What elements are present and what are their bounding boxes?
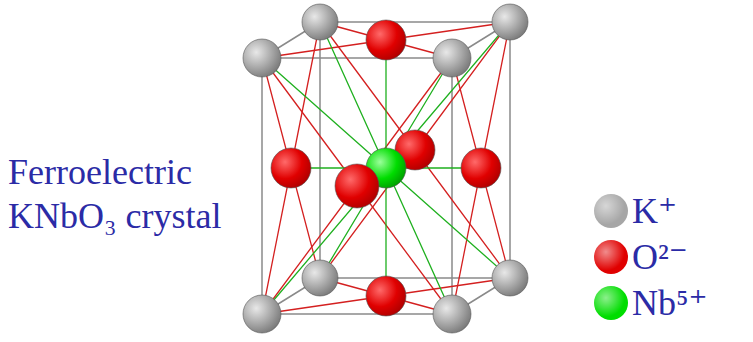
legend-text: K⁺ [632, 191, 677, 231]
legend-swatch [594, 286, 628, 320]
legend-row: O²⁻ [594, 234, 708, 280]
atoms [243, 4, 528, 333]
k-ion [243, 39, 281, 77]
legend-swatch [594, 194, 628, 228]
k-ion [243, 295, 281, 333]
o-ion [271, 148, 311, 188]
o-ion [366, 276, 406, 316]
caption-label: Ferroelectric KNbO₃ crystal [8, 150, 293, 238]
legend-text: O²⁻ [632, 237, 688, 277]
legend-swatch [594, 240, 628, 274]
k-ion [492, 4, 528, 40]
cube-edges [262, 22, 510, 314]
o-ion [461, 148, 501, 188]
label-text: Ferroelectric KNbO₃ crystal [8, 152, 222, 236]
k-ion [433, 295, 471, 333]
legend-text: Nb⁵⁺ [632, 283, 708, 323]
k-ion [302, 260, 338, 296]
niobium-bonds [262, 22, 510, 314]
label-area: Ferroelectric KNbO₃ crystal [8, 150, 293, 238]
k-ion [302, 4, 338, 40]
legend: K⁺ O²⁻ Nb⁵⁺ [594, 188, 708, 326]
k-ion [492, 260, 528, 296]
k-ion [433, 39, 471, 77]
legend-row: K⁺ [594, 188, 708, 234]
legend-row: Nb⁵⁺ [594, 280, 708, 326]
o-ion [335, 164, 379, 208]
oxygen-bonds [262, 22, 510, 314]
o-ion [366, 20, 406, 60]
